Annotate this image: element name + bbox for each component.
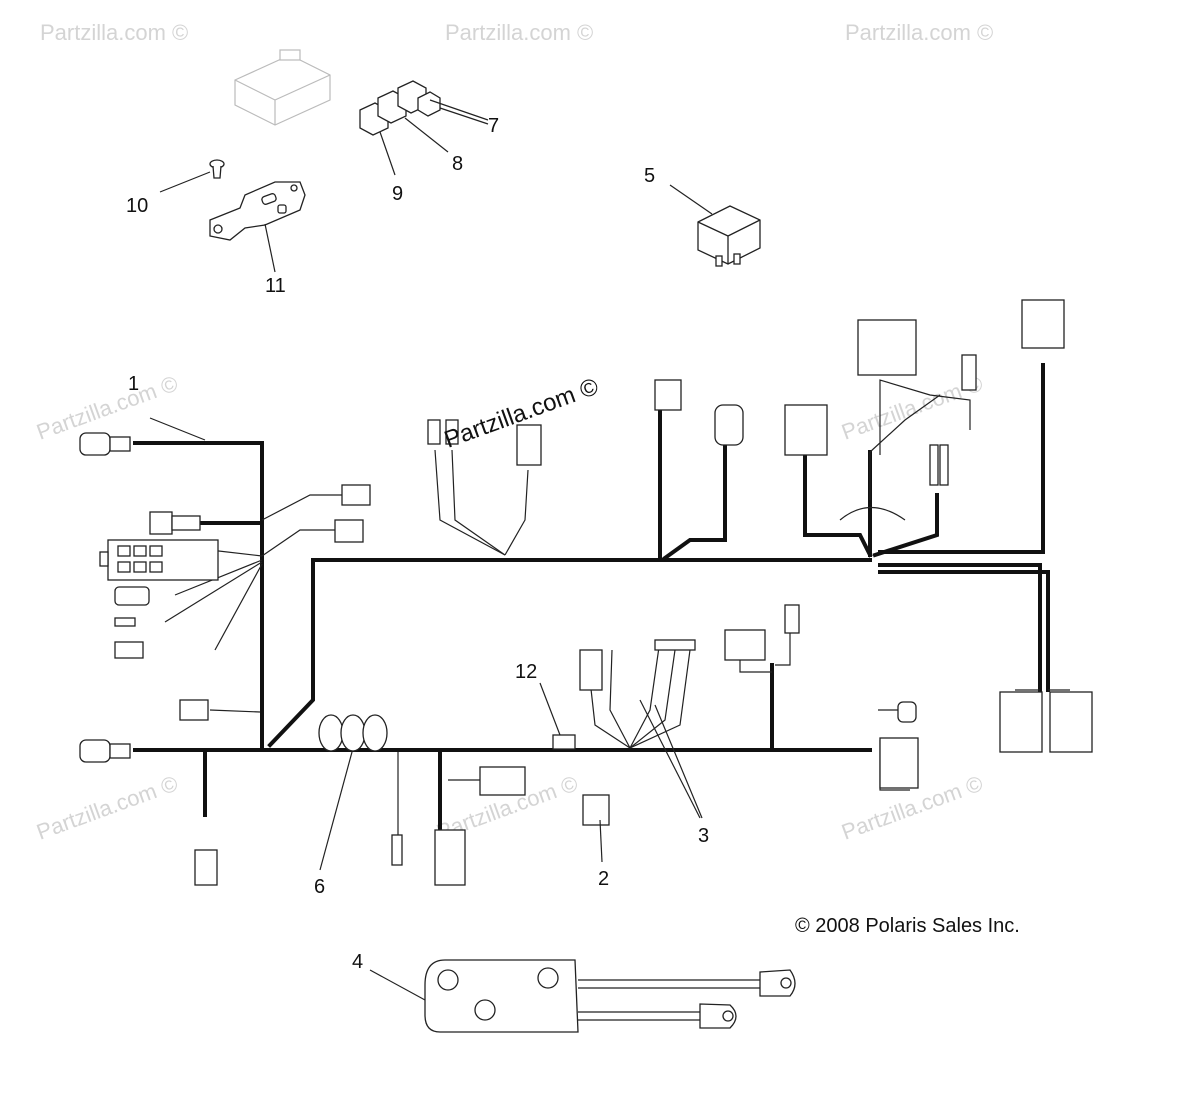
leader-3a: [639, 699, 701, 819]
screw-part: [209, 159, 225, 179]
callout-3: 3: [698, 825, 709, 847]
callout-7: 7: [488, 115, 499, 137]
callout-12: 12: [515, 661, 537, 683]
fuse-box-part: [234, 49, 331, 126]
watermark-text: Partzilla.com ©: [845, 20, 993, 45]
callout-2: 2: [598, 868, 609, 890]
connectors: [79, 299, 1093, 886]
battery-cable-part: [424, 959, 796, 1033]
callout-11: 11: [265, 275, 286, 297]
leader-7a: [429, 99, 489, 121]
leader-6: [319, 751, 353, 871]
leader-11: [264, 223, 276, 273]
copyright-text: © 2008 Polaris Sales Inc.: [795, 915, 1020, 937]
main-harness: [133, 363, 1050, 832]
watermark-layer: Partzilla.com © Partzilla.com © Partzill…: [33, 20, 993, 845]
leader-5: [669, 184, 713, 215]
leader-8: [404, 117, 449, 153]
leader-10: [159, 171, 211, 193]
callout-1: 1: [128, 373, 139, 395]
relay-part: [697, 205, 761, 267]
leader-12: [539, 682, 561, 736]
watermark-text: Partzilla.com ©: [40, 20, 188, 45]
watermark-text: Partzilla.com ©: [33, 771, 181, 845]
leader-1: [149, 417, 206, 441]
leader-4: [369, 969, 426, 1001]
callout-4: 4: [352, 951, 363, 973]
watermark-text: Partzilla.com ©: [445, 20, 593, 45]
callout-9: 9: [392, 183, 403, 205]
fuse-set-part: [359, 80, 441, 136]
callout-6: 6: [314, 876, 325, 898]
callout-8: 8: [452, 153, 463, 175]
leader-2: [599, 819, 603, 863]
leader-7b: [439, 107, 489, 125]
callout-10: 10: [126, 195, 148, 217]
leader-3b: [654, 704, 703, 819]
leader-9: [379, 131, 396, 176]
mounting-bracket-part: [209, 181, 306, 241]
callout-5: 5: [644, 165, 655, 187]
thin-wires: [164, 379, 1070, 840]
